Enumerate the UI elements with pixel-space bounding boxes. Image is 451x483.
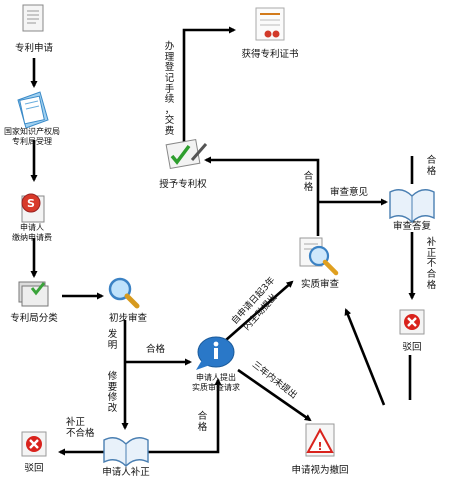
warning-icon: ! — [305, 423, 335, 457]
node-classify-label: 专利局分类 — [10, 313, 58, 324]
edge-correct-fail-label-line2: 不合格 — [66, 428, 95, 439]
stamped-form-icon — [17, 91, 49, 129]
edge-modify-label: 修要修改 — [107, 371, 118, 414]
edge-pass-prelim-label: 合格 — [146, 344, 166, 355]
arrow-grant-certificate — [182, 26, 236, 142]
document-icon — [22, 4, 44, 32]
edge-pass-substantive-label: 合格 — [303, 171, 314, 193]
svg-text:!: ! — [317, 440, 322, 453]
edge-invent-label: 发明 — [107, 329, 118, 351]
node-correct-label: 申请人补正 — [102, 467, 150, 478]
node-certificate-label: 获得专利证书 — [241, 49, 299, 60]
arrow-request-substantive — [225, 280, 294, 341]
edge-register-label: 办理登记手续，交费 — [164, 41, 175, 137]
edge-correct-fail-label-line1: 补正 — [66, 417, 86, 428]
node-reject-right-label: 驳回 — [402, 342, 422, 353]
info-bubble-icon — [196, 336, 235, 370]
magnifier-icon — [108, 277, 140, 309]
node-withdrawn-label: 申请视为撤回 — [291, 465, 349, 476]
arrow-substantive-grant — [204, 156, 320, 236]
open-book-icon — [389, 189, 435, 223]
node-accept-label-line1: 国家知识产权局 — [4, 127, 60, 136]
node-reject-left-label: 驳回 — [24, 463, 44, 474]
node-reply-label: 审查答复 — [392, 221, 432, 232]
payment-icon: S — [21, 193, 45, 223]
red-x-icon — [21, 431, 47, 457]
arrow-request-withdrawn — [237, 368, 312, 422]
node-request-label-line2: 实质审查请求 — [192, 383, 240, 392]
edge-correct-pass-label: 合格 — [197, 411, 208, 433]
edge-pass-reply-label: 合格 — [426, 155, 437, 177]
signed-document-icon — [165, 138, 208, 170]
open-book-icon — [103, 437, 149, 467]
node-prelim-label: 初步审查 — [108, 313, 148, 324]
node-substantive-label: 实质审查 — [300, 279, 340, 290]
node-grant-label: 授予专利权 — [159, 179, 207, 190]
node-request-label-line1: 申请人提出 — [196, 373, 236, 382]
magnifier-document-icon — [299, 237, 339, 276]
edge-opinion-label: 审查意见 — [330, 187, 369, 198]
node-fee-label-line2: 缴纳申请费 — [12, 233, 52, 242]
arrow-return-substantive — [344, 308, 386, 406]
node-fee-label-line1: 申请人 — [20, 223, 44, 232]
node-apply-label: 专利申请 — [14, 43, 54, 54]
node-accept-label-line2: 专利局受理 — [12, 137, 52, 146]
folder-check-icon — [18, 281, 49, 307]
svg-text:S: S — [27, 197, 35, 210]
certificate-icon — [255, 7, 285, 41]
arrow-correct-request — [148, 378, 222, 454]
edge-correct-fail-right-label: 补正不合格 — [426, 237, 437, 291]
red-x-icon — [399, 309, 425, 335]
